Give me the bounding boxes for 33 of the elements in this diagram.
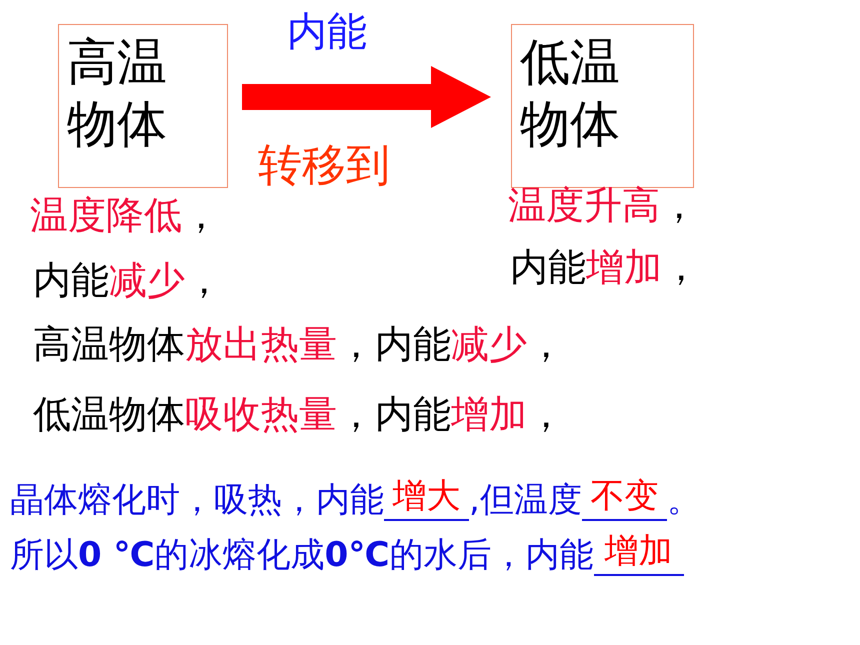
text: 所以0 ℃的冰熔化成0℃的水后，内能: [10, 535, 594, 576]
text: 温度升高: [508, 183, 660, 229]
text: ，: [185, 258, 223, 304]
answer-text: 增大: [392, 478, 462, 513]
text: 减少: [109, 258, 185, 304]
answer-text: 不变: [589, 478, 660, 513]
text: 晶体熔化时，吸热，内能: [10, 480, 384, 521]
text: ，: [662, 245, 700, 291]
answer-text: 增加: [604, 534, 674, 568]
text: ，: [527, 322, 565, 368]
text: 减少: [451, 322, 527, 368]
text: 。: [666, 480, 701, 521]
text: 温度降低: [30, 193, 182, 239]
text: 高温物体: [33, 322, 185, 368]
text: 增加: [451, 392, 527, 438]
text: 吸收热量: [185, 392, 337, 438]
arrow: [242, 66, 491, 128]
text: ，: [527, 392, 565, 438]
text: ，: [660, 183, 698, 229]
text: 放出热量: [185, 322, 337, 368]
node-text: 高温物体: [67, 32, 168, 155]
node-text: 低温物体: [520, 32, 621, 155]
edge-label: 内能: [287, 8, 367, 57]
text: 增加: [586, 245, 662, 291]
text: ，: [182, 193, 220, 239]
text: ,但温度: [469, 480, 582, 521]
text: ，内能: [337, 322, 451, 368]
text: 内能: [510, 245, 586, 291]
text: 低温物体: [33, 392, 185, 438]
caption-text: 转移到: [258, 139, 390, 193]
text: ，内能: [337, 392, 451, 438]
text-box: [58, 24, 228, 188]
text: 内能: [33, 258, 109, 304]
